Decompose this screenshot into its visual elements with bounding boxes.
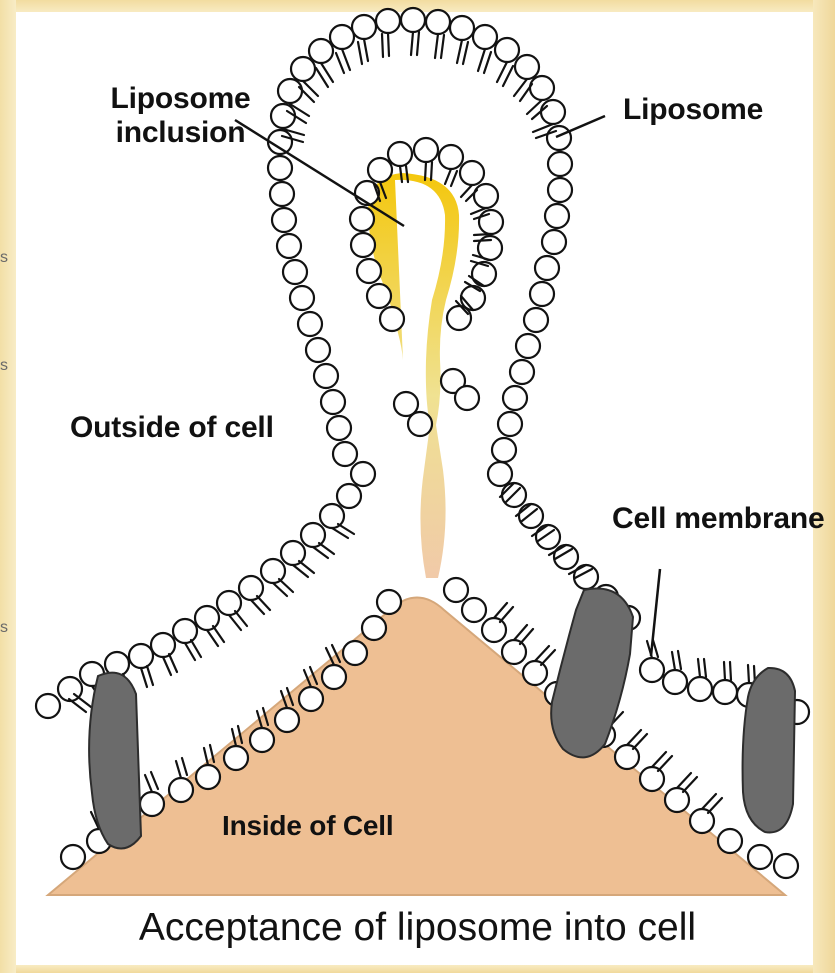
cell-membrane-pointer	[651, 569, 660, 656]
right-protein-2	[743, 668, 795, 832]
outside-of-cell-label: Outside of cell	[70, 411, 274, 445]
inside-of-cell-label: Inside of Cell	[222, 810, 393, 842]
liposome-outer-lipids	[268, 8, 572, 466]
diagram-caption: Acceptance of liposome into cell	[0, 906, 835, 950]
liposome-inclusion-label: Liposome inclusion	[98, 82, 263, 150]
liposome-label: Liposome	[623, 93, 763, 127]
left-protein	[89, 673, 141, 849]
cell-membrane-label: Cell membrane	[612, 502, 824, 536]
right-protein-1	[551, 589, 633, 758]
